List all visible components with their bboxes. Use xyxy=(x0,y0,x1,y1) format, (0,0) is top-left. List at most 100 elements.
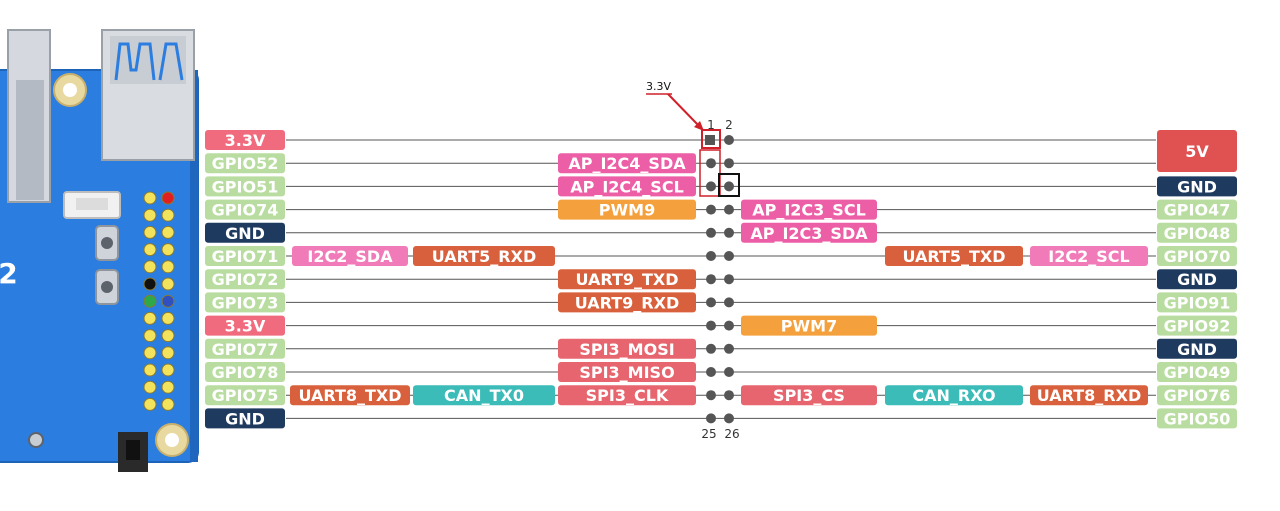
func-label-spi3-miso-text: SPI3_MISO xyxy=(579,363,674,382)
func-label-pwm9-text: PWM9 xyxy=(599,201,655,220)
right-pin-label-gnd: GND xyxy=(1157,176,1237,197)
header-pin-dot xyxy=(143,329,157,343)
left-pin-label-gpio77-text: GPIO77 xyxy=(212,340,279,359)
header-pin-odd xyxy=(706,251,716,261)
header-pin-even xyxy=(724,297,734,308)
func-label-uart8-txd-text: UART8_TXD xyxy=(298,386,401,405)
header-pin-dot xyxy=(143,294,157,308)
func-label-i2c2-scl-text: I2C2_SCL xyxy=(1048,247,1129,266)
left-pin-labels: 3.3VGPIO52GPIO51GPIO74GNDGPIO71GPIO72GPI… xyxy=(205,130,285,429)
right-pin-label-gpio47-text: GPIO47 xyxy=(1164,201,1231,220)
func-label-spi3-clk-bg xyxy=(558,385,696,406)
func-label-ap-i2c4-scl: AP_I2C4_SCL xyxy=(558,176,696,197)
header-pin-even xyxy=(724,135,734,145)
header-pin-dot xyxy=(161,260,175,274)
left-pin-label-gpio73-bg xyxy=(205,292,285,313)
header-pin-odd xyxy=(706,181,716,192)
func-label-can-rxo: CAN_RXO xyxy=(885,385,1023,406)
left-pin-label-gnd: GND xyxy=(205,222,285,243)
left-pin-label-gpio71: GPIO71 xyxy=(205,246,285,266)
left-pin-label-gpio77: GPIO77 xyxy=(205,338,285,359)
left-pin-label-gpio78-text: GPIO78 xyxy=(212,363,279,382)
left-pin-label-gpio73-text: GPIO73 xyxy=(212,293,279,312)
left-pin-label-3-3v-text: 3.3V xyxy=(225,317,266,336)
func-label-i2c2-sda: I2C2_SDA xyxy=(292,246,408,266)
right-pin-label-gpio92-bg xyxy=(1157,315,1237,336)
right-pin-label-gpio76: GPIO76 xyxy=(1157,385,1237,406)
callout-3v3: 3.3V xyxy=(646,80,704,131)
func-label-ap-i2c3-scl-text: AP_I2C3_SCL xyxy=(752,201,866,220)
right-pin-label-gnd-text: GND xyxy=(1177,177,1217,196)
header-pin-dot xyxy=(161,397,175,411)
header-pin-odd xyxy=(706,158,716,169)
button-1-cap xyxy=(101,237,113,249)
func-label-ap-i2c4-sda-bg xyxy=(558,153,696,174)
header-pin-dot xyxy=(143,346,157,360)
left-pin-label-gpio75: GPIO75 xyxy=(205,385,285,406)
func-label-can-tx0-text: CAN_TX0 xyxy=(444,386,524,405)
function-labels: AP_I2C4_SDA AP_I2C4_SCL PWM9 AP_I2C3_SCL AP_… xyxy=(290,153,1148,406)
right-pin-label-5v: 5V xyxy=(1157,130,1237,172)
func-label-can-tx0-bg xyxy=(413,385,555,406)
led-icon xyxy=(28,432,44,448)
pin-number-25: 25 xyxy=(701,427,716,441)
header-pin-even xyxy=(724,227,734,238)
header-pin-dot xyxy=(143,208,157,222)
left-pin-label-3-3v: 3.3V xyxy=(205,315,285,336)
func-label-i2c2-sda-text: I2C2_SDA xyxy=(307,247,393,266)
header-pin-odd xyxy=(706,297,716,308)
left-pin-label-gnd-text: GND xyxy=(225,224,265,243)
port-block-left-inner xyxy=(16,80,44,200)
func-label-uart8-rxd-bg xyxy=(1030,385,1148,406)
func-label-ap-i2c4-sda-text: AP_I2C4_SDA xyxy=(568,154,686,173)
pin1-highlight xyxy=(701,129,721,149)
left-pin-label-gpio78-bg xyxy=(205,362,285,382)
header-pin-even xyxy=(724,274,734,285)
header-pin-even xyxy=(724,181,734,192)
func-label-uart9-txd-text: UART9_TXD xyxy=(575,270,678,289)
func-label-uart9-rxd-text: UART9_RXD xyxy=(575,293,679,312)
header-pin-dot xyxy=(161,243,175,257)
header-pin-dot xyxy=(143,380,157,394)
func-label-uart5-txd-text: UART5_TXD xyxy=(902,247,1005,266)
board-pcb-edge xyxy=(190,70,198,462)
header-pin-even xyxy=(724,343,734,354)
left-pin-label-gpio74-bg xyxy=(205,199,285,220)
right-pin-label-gpio70-bg xyxy=(1157,246,1237,266)
right-pin-label-gpio91-text: GPIO91 xyxy=(1164,293,1231,312)
func-label-uart8-txd-bg xyxy=(290,385,410,406)
left-pin-label-gnd-text: GND xyxy=(225,409,265,428)
header-pin-even xyxy=(724,367,734,377)
left-pin-label-gpio52-text: GPIO52 xyxy=(212,154,279,173)
callout-arrowhead-icon xyxy=(694,121,704,131)
func-label-uart5-rxd: UART5_RXD xyxy=(413,246,555,266)
header-pin-dot xyxy=(161,346,175,360)
header-pin-dot xyxy=(143,243,157,257)
header-pin-dot xyxy=(143,397,157,411)
header-pin-dot xyxy=(161,363,175,377)
func-label-pwm9: PWM9 xyxy=(558,199,696,220)
right-pin-label-gnd-bg xyxy=(1157,176,1237,197)
func-label-spi3-cs: SPI3_CS xyxy=(741,385,877,406)
func-label-spi3-cs-bg xyxy=(741,385,877,406)
header-pin-dot xyxy=(161,311,175,325)
header-pin-dot xyxy=(161,208,175,222)
right-pin-label-gpio50-text: GPIO50 xyxy=(1164,409,1231,428)
mount-hole-top-inner xyxy=(63,83,77,97)
board-header-pins xyxy=(143,191,175,411)
func-label-ap-i2c3-sda-text: AP_I2C3_SDA xyxy=(750,224,868,243)
left-pin-label-gpio72: GPIO72 xyxy=(205,269,285,290)
header-pin-dot xyxy=(161,294,175,308)
right-pin-label-5v-bg xyxy=(1157,130,1237,172)
right-pin-label-gpio48-text: GPIO48 xyxy=(1164,224,1231,243)
func-label-ap-i2c4-sda: AP_I2C4_SDA xyxy=(558,153,696,174)
board-model-text: /2 xyxy=(0,257,18,290)
right-pin-label-gnd-bg xyxy=(1157,269,1237,290)
header-pin-dot xyxy=(161,380,175,394)
header-pin-even xyxy=(724,251,734,261)
func-label-uart5-rxd-bg xyxy=(413,246,555,266)
pin-header xyxy=(705,135,734,424)
header-pin-odd xyxy=(706,204,716,215)
header-pin-even xyxy=(724,158,734,169)
